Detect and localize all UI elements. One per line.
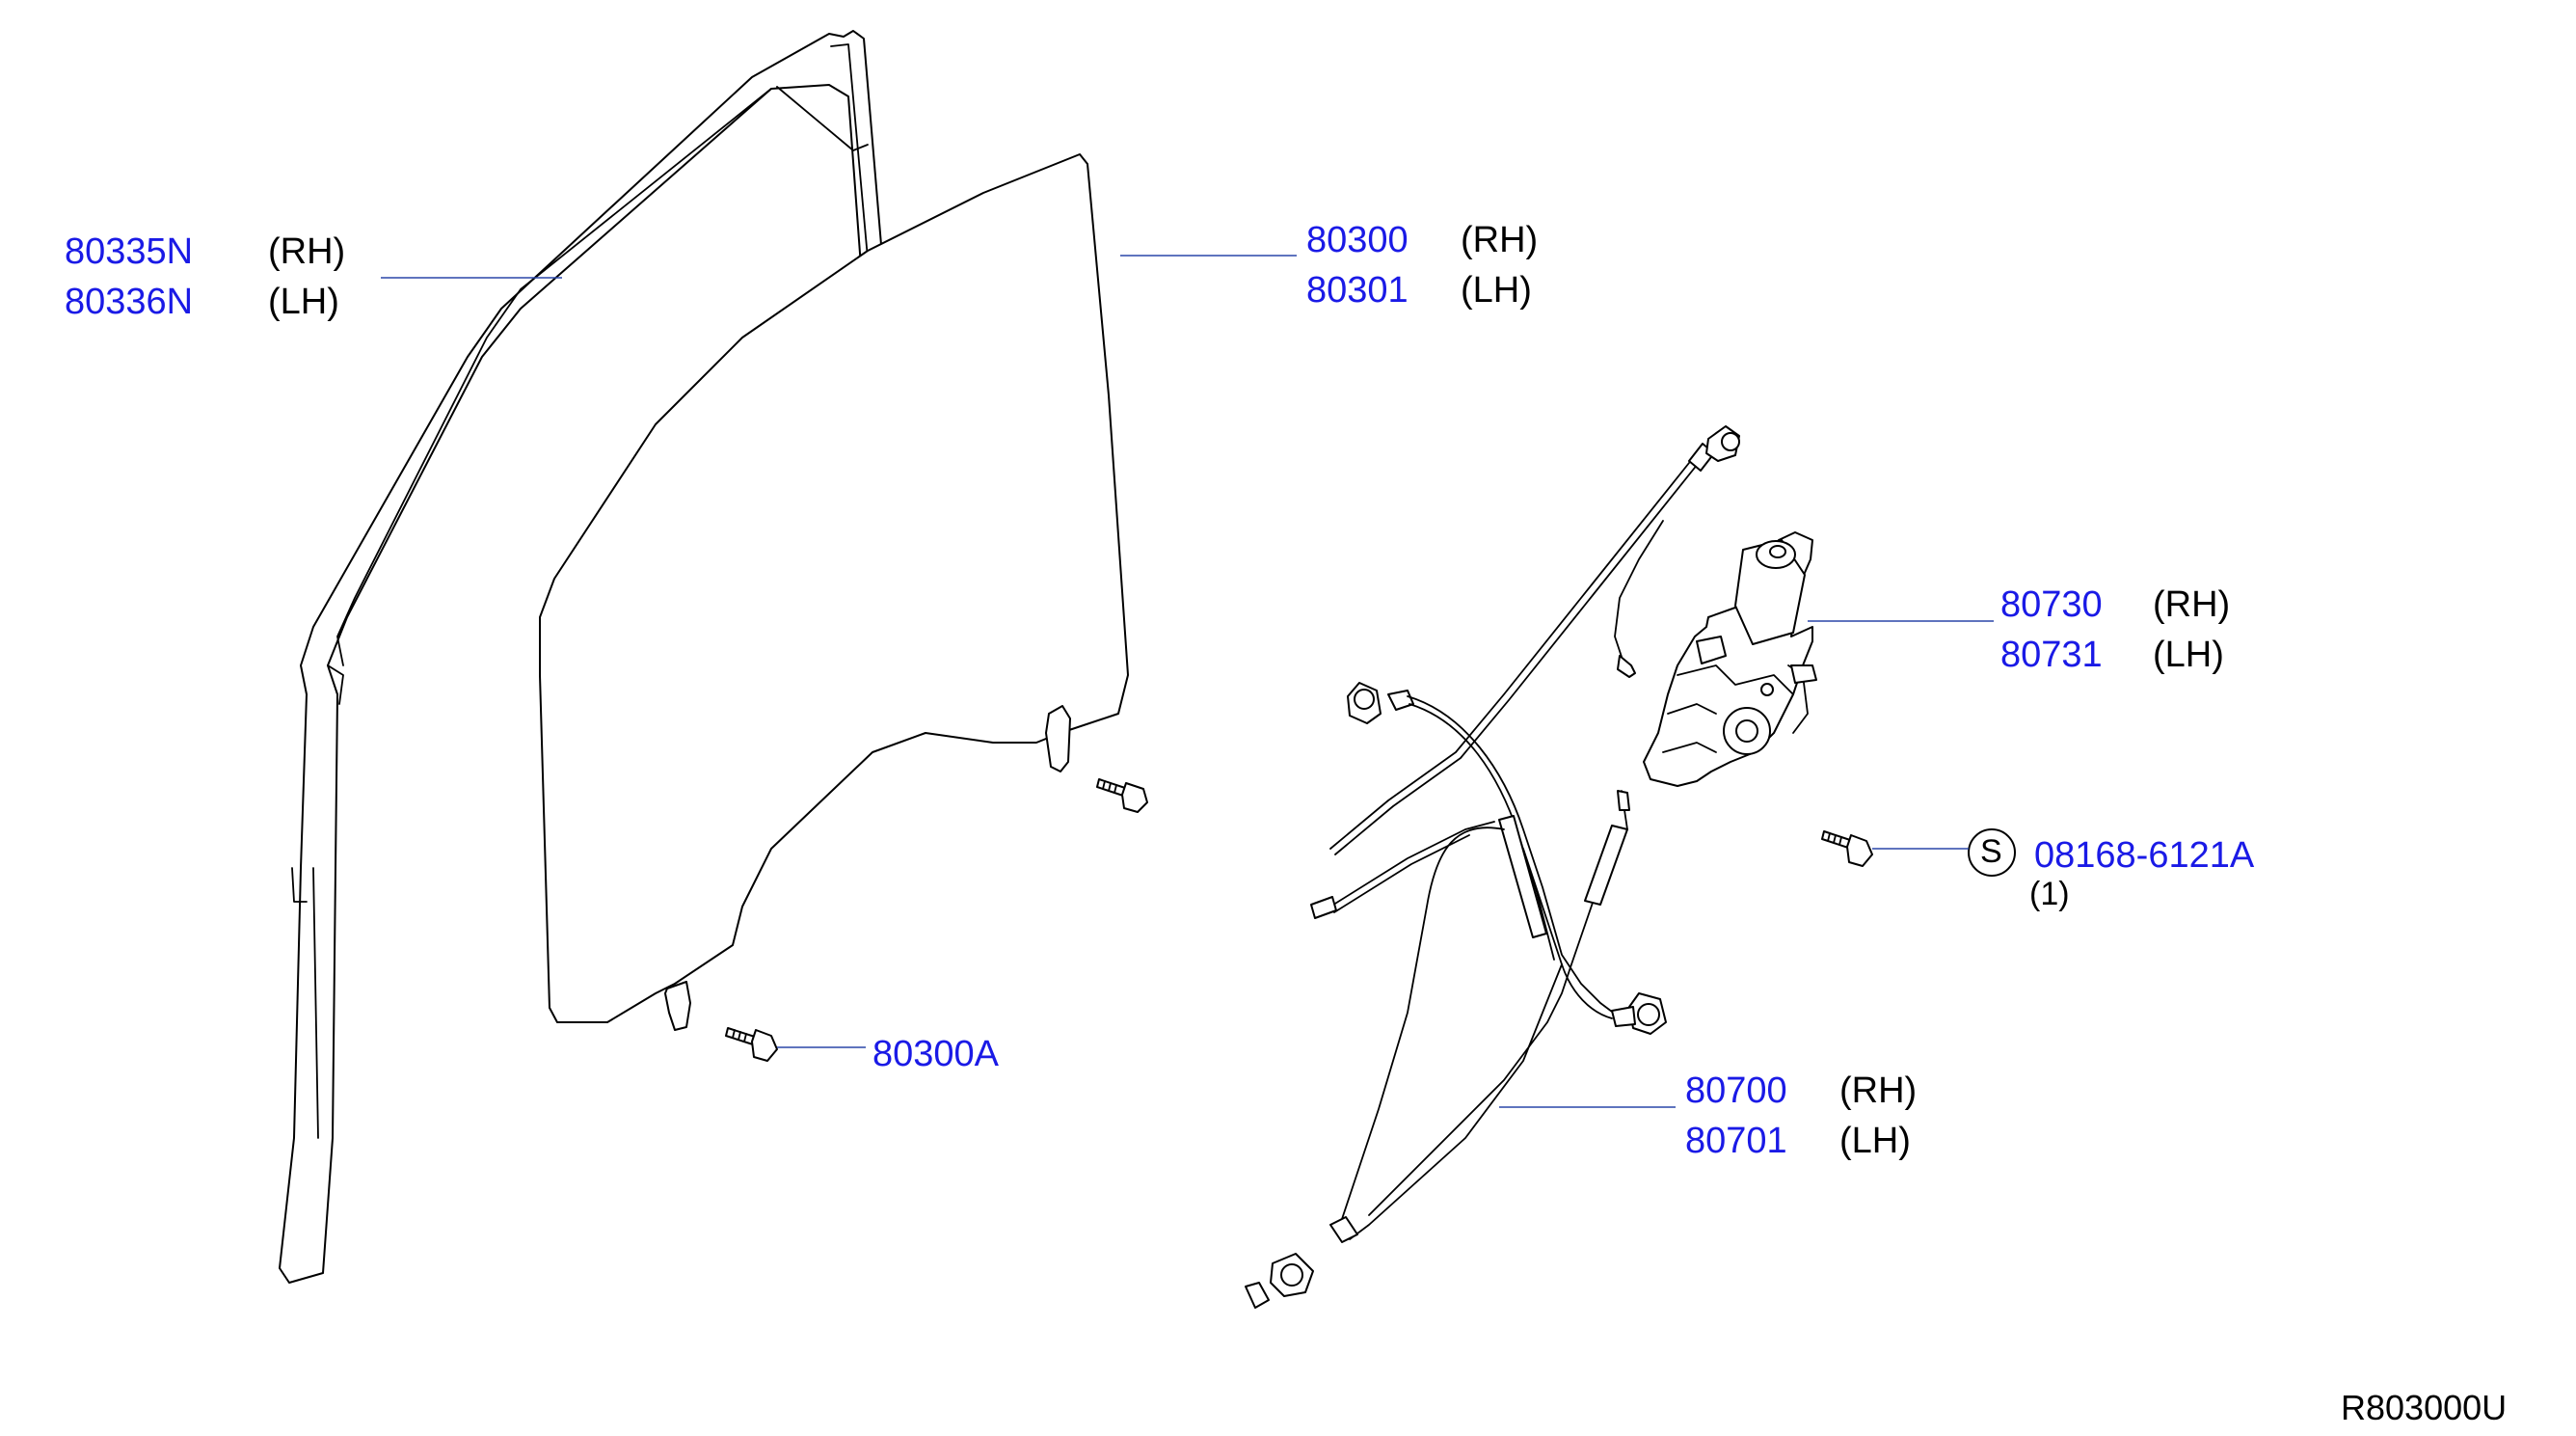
motor-side-rh: (RH) [2153,584,2231,625]
glass-part-number-rh[interactable]: 80300 [1306,220,1409,260]
standard-part-symbol-label: S [1980,833,2002,870]
leader-lines [381,255,1994,1108]
diagram-reference-code: R803000U [2341,1388,2508,1427]
door-glass[interactable] [539,153,1129,1031]
sash-side-rh: (RH) [268,231,346,272]
motor-part-number-lh[interactable]: 80731 [2000,635,2103,675]
glass-bolt-upper[interactable] [1096,778,1148,813]
motor-side-lh: (LH) [2153,635,2224,675]
glass-bolt-part-number[interactable]: 80300A [872,1034,1000,1074]
sash-part-number-rh[interactable]: 80335N [65,231,194,272]
standard-bolt-quantity: (1) [2029,876,2070,912]
motor-part-number-rh[interactable]: 80730 [2000,584,2103,625]
window-motor[interactable] [1643,531,1817,787]
glass-side-rh: (RH) [1461,220,1539,260]
standard-bolt-part-number[interactable]: 08168-6121A [2034,835,2255,876]
regulator-part-number-rh[interactable]: 80700 [1685,1070,1787,1111]
glass-side-lh: (LH) [1461,270,1532,311]
glass-part-number-lh[interactable]: 80301 [1306,270,1409,311]
sash-side-lh: (LH) [268,282,339,322]
regulator-side-lh: (LH) [1839,1121,1911,1161]
glass-bolt-80300A[interactable] [725,1027,778,1062]
sash-part-number-lh[interactable]: 80336N [65,282,194,322]
window-regulator[interactable] [1245,425,1740,1309]
standard-bolt[interactable] [1821,830,1873,867]
standard-part-symbol [1968,828,2016,877]
regulator-side-rh: (RH) [1839,1070,1918,1111]
regulator-part-number-lh[interactable]: 80701 [1685,1121,1787,1161]
